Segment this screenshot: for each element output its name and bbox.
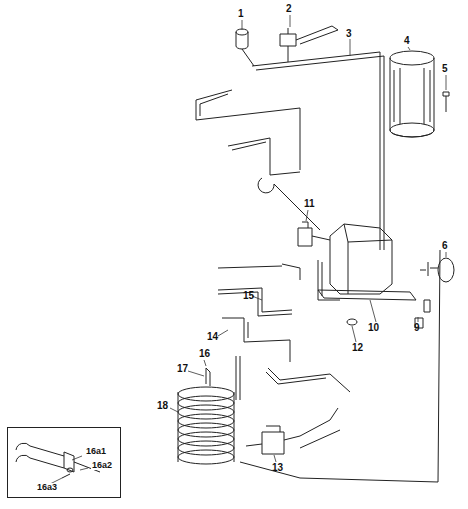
tube [222,318,290,362]
callout-number: 5 [442,64,448,74]
tube [228,138,300,175]
callout-number: 16a1 [85,447,107,456]
valve [298,222,330,246]
callout-number: 16 [199,349,210,359]
screw [443,92,449,112]
service-valve [280,26,338,46]
tube [318,260,340,300]
tube [240,250,440,482]
tube [258,178,320,230]
callout-number: 11 [304,199,315,209]
coil [178,387,234,464]
callout-number: 12 [352,343,363,353]
leader-line [50,15,446,484]
callout-number: 6 [442,241,448,251]
callout-number: 18 [157,401,168,411]
callout-number: 4 [404,36,410,46]
compressor [330,224,392,294]
tube [300,408,340,448]
cap [236,29,248,49]
callout-number: 16a2 [91,461,113,470]
callout-number: 16a3 [36,483,58,492]
inset-frame: 16a1 16a2 16a3 [7,427,121,498]
base-plate [318,290,416,300]
callout-number: 2 [286,4,292,14]
tube [218,264,300,280]
callout-number: 13 [272,463,283,473]
tube [196,90,300,170]
callout-number: 14 [207,332,218,342]
accumulator [390,58,434,137]
tube [218,288,292,316]
callout-number: 3 [346,29,352,39]
callout-number: 1 [238,9,244,19]
callout-number: 9 [414,323,420,333]
valve [246,426,300,454]
tube [236,356,240,400]
mount [424,300,430,312]
tube [266,368,350,392]
callout-number: 15 [243,291,254,301]
callout-number: 17 [177,364,188,374]
callout-number: 10 [368,323,379,333]
tube [256,56,384,250]
tube [252,52,380,250]
